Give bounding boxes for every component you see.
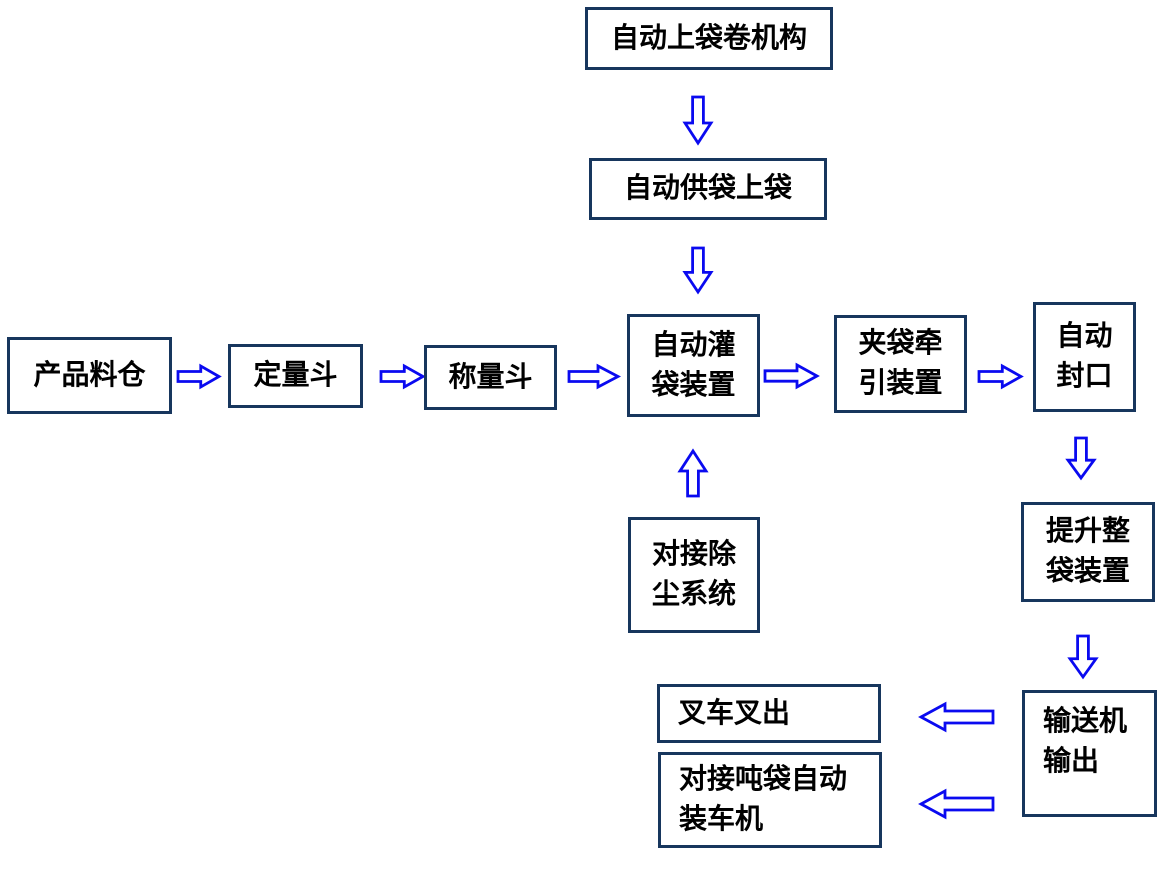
arrow-conveyor-to-loader-icon	[918, 788, 995, 820]
arrow-weighing-to-filling-icon	[567, 363, 622, 390]
arrow-sealing-to-lifting-icon	[1065, 436, 1097, 481]
arrow-bagroll-to-bagsupply-icon	[682, 95, 714, 146]
node-dust-removal: 对接除 尘系统	[628, 517, 760, 633]
node-dust-removal-label: 对接除 尘系统	[651, 539, 736, 610]
arrow-silo-to-dosing-icon	[176, 363, 222, 390]
node-bag-roll-feeder: 自动上袋卷机构	[585, 7, 833, 70]
node-dosing-hopper: 定量斗	[228, 344, 363, 408]
node-weighing-hopper-label: 称量斗	[448, 361, 533, 393]
node-weighing-hopper: 称量斗	[424, 345, 557, 410]
node-forklift-out-label: 叉车叉出	[678, 697, 791, 729]
arrow-dust-to-filling-icon	[677, 448, 709, 498]
node-product-silo: 产品料仓	[7, 337, 172, 414]
node-auto-sealing-label: 自动 封口	[1056, 321, 1113, 392]
node-ton-bag-loader-label: 对接吨袋自动 装车机	[679, 764, 848, 835]
arrow-filling-to-clamp-icon	[763, 362, 820, 390]
node-bag-lifting: 提升整 袋装置	[1021, 502, 1155, 602]
node-bag-supply: 自动供袋上袋	[589, 158, 827, 220]
node-product-silo-label: 产品料仓	[33, 359, 146, 391]
node-bag-filling-label: 自动灌 袋装置	[651, 329, 736, 401]
node-conveyor-output: 输送机 输出	[1022, 690, 1157, 817]
arrow-lifting-to-conveyor-icon	[1067, 634, 1099, 680]
arrow-bagsupply-to-filling-icon	[682, 246, 714, 295]
node-auto-sealing: 自动 封口	[1033, 302, 1136, 412]
node-dosing-hopper-label: 定量斗	[253, 360, 338, 391]
node-bag-clamp-traction-label: 夹袋牵 引装置	[858, 328, 943, 399]
node-bag-filling: 自动灌 袋装置	[627, 314, 760, 417]
arrow-clamp-to-sealing-icon	[977, 363, 1024, 390]
arrow-dosing-to-weighing-icon	[379, 363, 426, 390]
node-bag-roll-feeder-label: 自动上袋卷机构	[610, 22, 807, 54]
node-bag-supply-label: 自动供袋上袋	[623, 173, 792, 204]
node-conveyor-output-label: 输送机 输出	[1043, 706, 1128, 777]
node-forklift-out: 叉车叉出	[657, 684, 881, 743]
node-bag-lifting-label: 提升整 袋装置	[1045, 516, 1130, 587]
node-bag-clamp-traction: 夹袋牵 引装置	[834, 315, 967, 413]
arrow-conveyor-to-forklift-icon	[918, 701, 995, 733]
node-ton-bag-loader: 对接吨袋自动 装车机	[658, 752, 882, 848]
